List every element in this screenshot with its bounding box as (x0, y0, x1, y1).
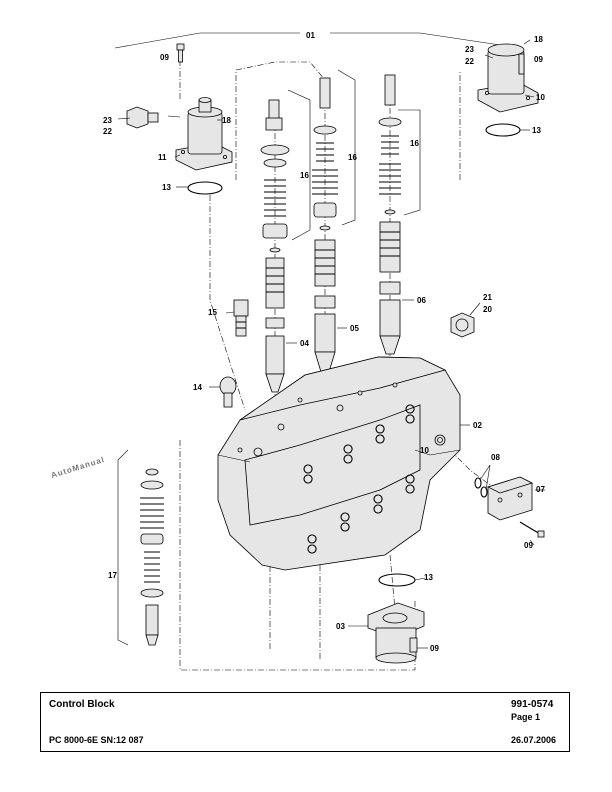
label-04: 04 (300, 339, 309, 348)
valve-15 (233, 299, 249, 337)
exploded-view-drawing: 01 09 23 22 18 11 13 16 16 16 23 22 18 0… (50, 31, 545, 671)
label-09-cover: 09 (524, 541, 533, 550)
pressure-valve-17 (140, 468, 164, 646)
valve-column-05 (312, 77, 338, 373)
label-22-left: 22 (103, 127, 112, 136)
solenoid-18-left (175, 97, 233, 171)
valve-column-04 (260, 99, 290, 393)
drawing-date: 26.07.2006 (511, 735, 557, 745)
label-08: 08 (491, 453, 500, 462)
label-20: 20 (483, 305, 492, 314)
part-labels: 01 09 23 22 18 11 13 16 16 16 23 22 18 0… (103, 31, 545, 653)
label-06: 06 (417, 296, 426, 305)
label-22-right: 22 (465, 57, 474, 66)
watermark: AutoManual (50, 455, 106, 480)
page-number: Page 1 (511, 712, 541, 722)
model-serial: PC 8000-6E SN:12 087 (49, 735, 144, 745)
label-16-column-04: 16 (300, 171, 309, 180)
plug-14 (219, 376, 237, 408)
control-block-body-02 (217, 356, 461, 571)
assembly-bracket-01 (114, 32, 501, 49)
label-23-left: 23 (103, 116, 112, 125)
title-block: Control Block 991-0574 Page 1 PC 8000-6E… (40, 692, 570, 752)
o-ring-13-bottom (378, 573, 416, 587)
plug-23-left (126, 106, 159, 129)
label-09-bottom: 09 (430, 644, 439, 653)
label-11: 11 (158, 153, 167, 162)
drawing-title: Control Block (49, 699, 115, 710)
label-16-column-06: 16 (410, 139, 419, 148)
cover-plate-07 (486, 476, 534, 521)
label-07: 07 (536, 485, 545, 494)
bolt-09-cover (519, 521, 545, 538)
solenoid-18-right (477, 43, 539, 113)
part-number: 991-0574 (511, 699, 554, 710)
plug-21 (450, 312, 475, 338)
port-figure-eights (303, 404, 415, 554)
label-18-right: 18 (534, 35, 543, 44)
label-14: 14 (193, 383, 202, 392)
housing-03 (367, 602, 425, 664)
ports (237, 382, 446, 457)
label-13-bottom: 13 (424, 573, 433, 582)
label-09-top-left: 09 (160, 53, 169, 62)
label-18-left: 18 (222, 116, 231, 125)
label-09-top-right: 09 (534, 55, 543, 64)
valve-column-06 (378, 74, 402, 355)
bolt-09-top-left (176, 43, 185, 63)
o-ring-13-right (485, 123, 521, 137)
label-10-block: 10 (420, 446, 429, 455)
label-03: 03 (336, 622, 345, 631)
label-15: 15 (208, 308, 217, 317)
o-rings-08 (474, 477, 488, 498)
leader-lines (117, 39, 545, 649)
label-21: 21 (483, 293, 492, 302)
label-13-left: 13 (162, 183, 171, 192)
label-17: 17 (108, 571, 117, 580)
o-ring-13-left (187, 181, 223, 195)
label-10-right: 10 (536, 93, 545, 102)
label-01: 01 (306, 31, 315, 40)
label-16-column-05: 16 (348, 153, 357, 162)
label-23-right: 23 (465, 45, 474, 54)
label-13-right: 13 (532, 126, 541, 135)
label-05: 05 (350, 324, 359, 333)
label-02: 02 (473, 421, 482, 430)
